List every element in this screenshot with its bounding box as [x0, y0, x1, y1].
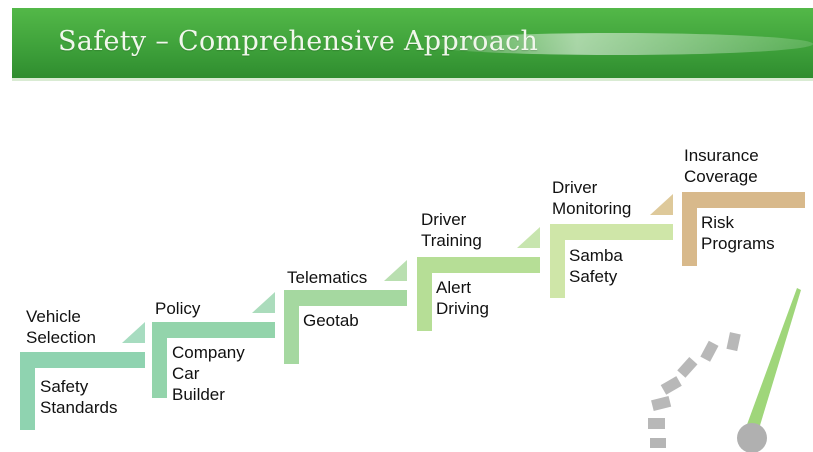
step-6-bracket [682, 192, 805, 266]
step-2-bracket [152, 322, 275, 398]
step-3-arrow [384, 260, 407, 281]
banner-swoosh [420, 33, 813, 55]
gauge-hub [737, 423, 767, 452]
step-4-arrow [517, 227, 540, 248]
step-3-bracket [284, 290, 407, 364]
step-3-heading: Telematics [287, 268, 368, 287]
step-5-arrow [650, 194, 673, 215]
speedometer-icon [648, 288, 801, 452]
step-1-item: Safety Standards [40, 377, 118, 417]
step-1-bracket [20, 352, 145, 430]
step-3-item: Geotab [303, 311, 359, 330]
gauge-needle [745, 288, 801, 432]
banner-divider [12, 78, 813, 81]
step-6-item: Risk Programs [701, 213, 775, 253]
step-4-heading: Driver Training [421, 210, 482, 250]
step-4-item: Alert Driving [436, 278, 489, 318]
step-5-heading: Driver Monitoring [552, 178, 632, 218]
step-2-arrow [252, 292, 275, 313]
step-5-bracket [550, 224, 673, 298]
step-1-heading: Vehicle Selection [26, 307, 96, 347]
page-title: Safety – Comprehensive Approach [58, 26, 539, 57]
step-4-bracket [417, 257, 540, 331]
step-2-heading: Policy [155, 299, 201, 318]
step-5-item: Samba Safety [569, 246, 623, 286]
step-1-arrow [122, 322, 145, 343]
step-6-heading: Insurance Coverage [684, 146, 759, 186]
step-2-item: Company Car Builder [172, 343, 245, 404]
